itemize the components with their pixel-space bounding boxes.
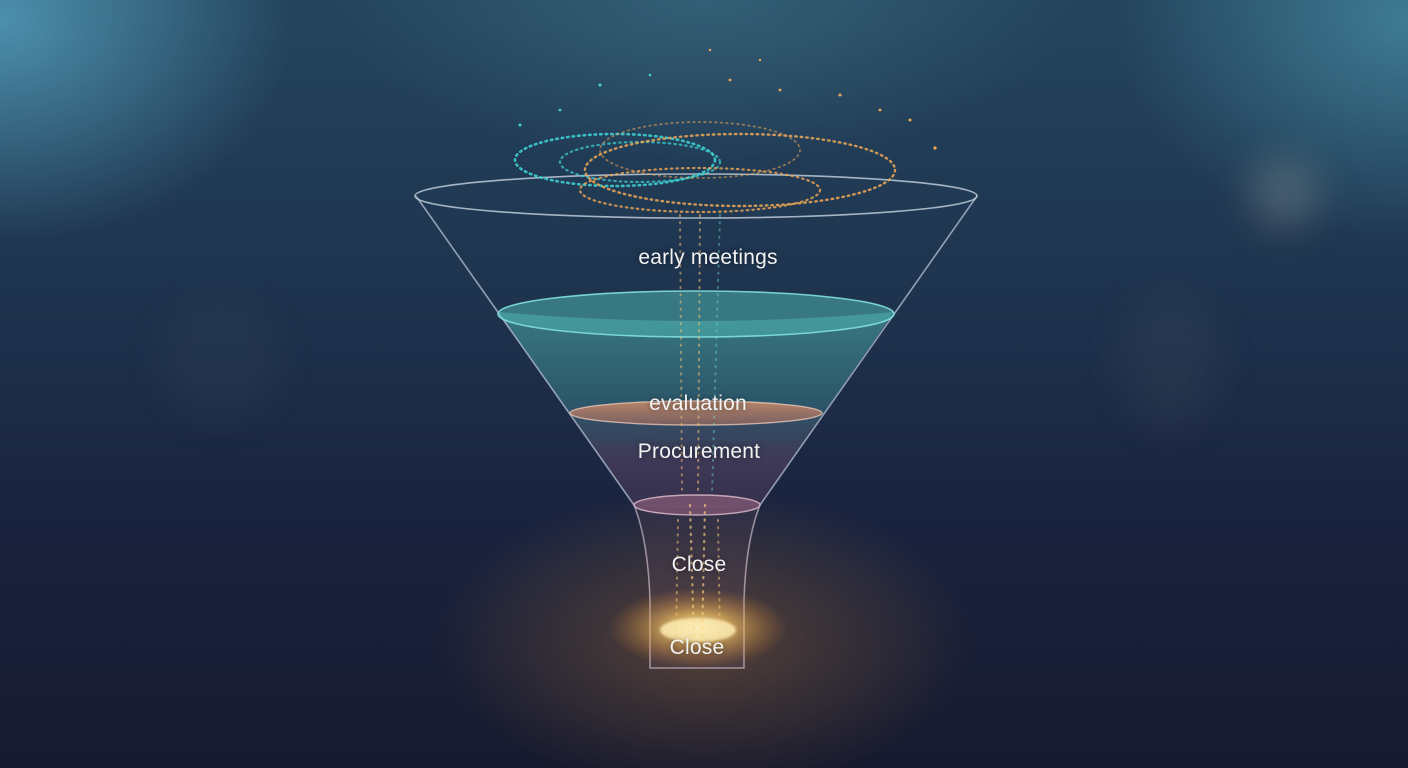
stage-label-early-meetings: early meetings <box>638 246 778 269</box>
particle-swirl <box>513 121 897 214</box>
copper-band <box>569 400 823 426</box>
stage-label-close: Close <box>671 553 727 576</box>
funnel-top-rim <box>414 173 978 219</box>
bokeh-light <box>1120 290 1220 430</box>
mauve-band <box>633 494 761 516</box>
teal-band <box>497 290 895 338</box>
stage-label-evaluation: evaluation <box>649 392 747 415</box>
stage-label-procurement: Procurement <box>637 440 761 463</box>
particle-scatter <box>518 48 937 150</box>
stage-label-close-final: Close <box>669 636 725 659</box>
bokeh-light <box>160 300 280 420</box>
particle-stream <box>675 214 721 642</box>
bokeh-light <box>1248 158 1320 230</box>
